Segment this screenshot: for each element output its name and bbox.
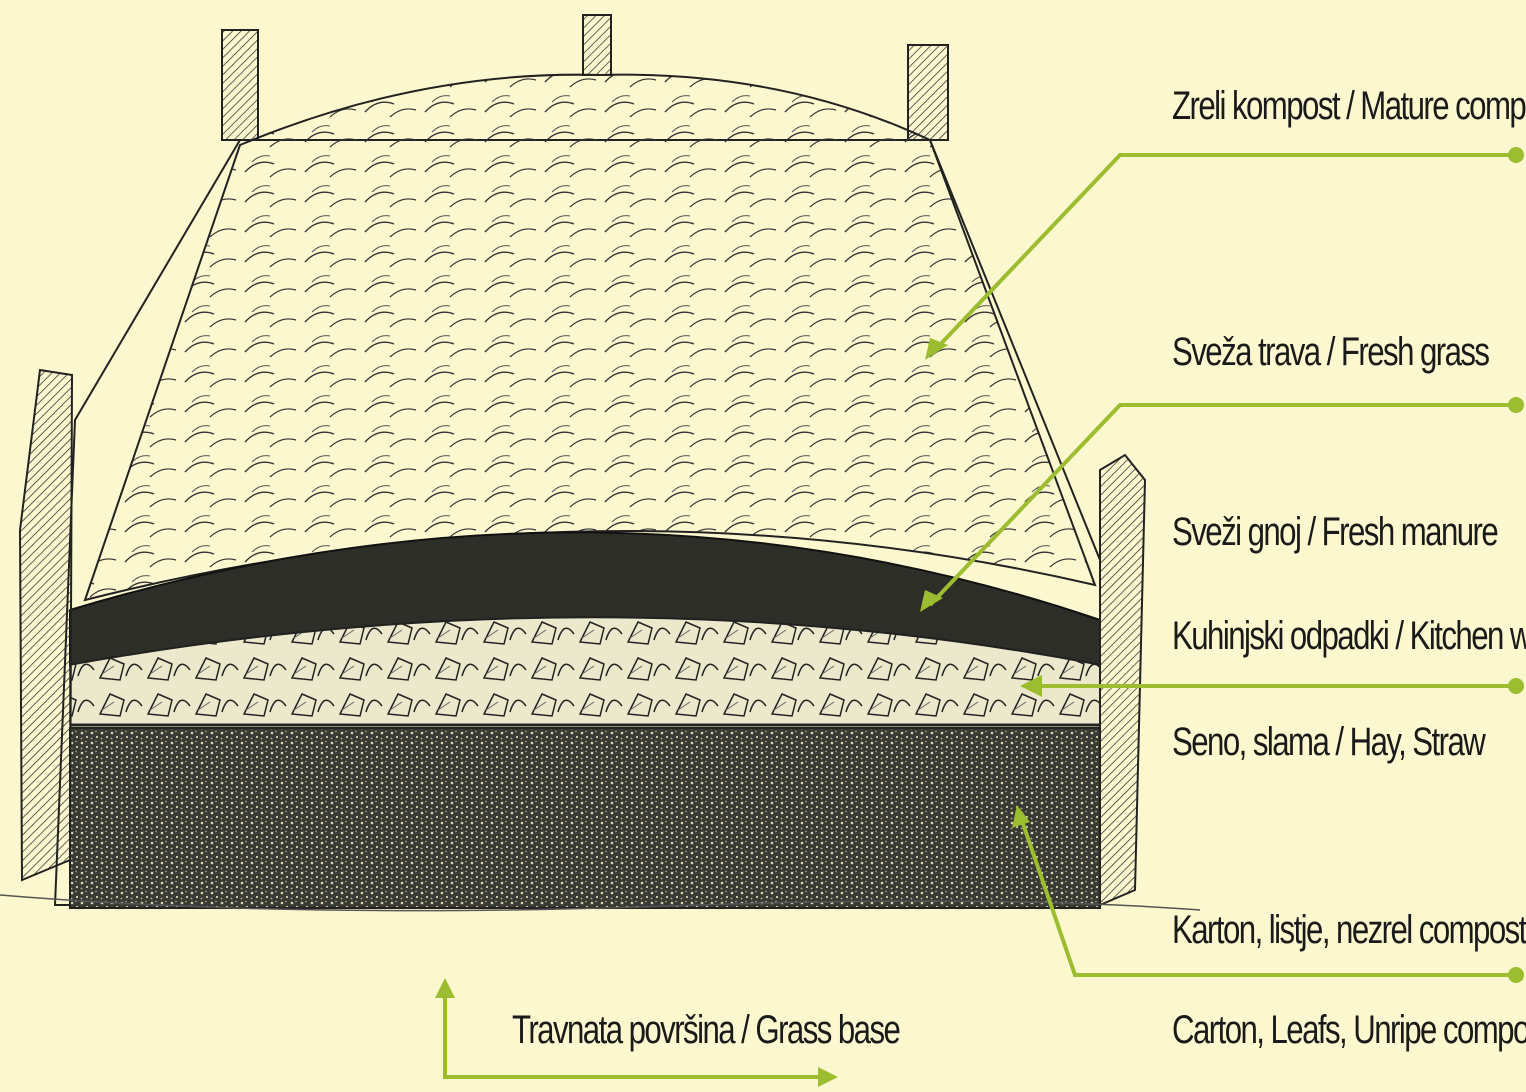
label-mature-compost: Zreli kompost / Mature compost [1172,86,1526,126]
label-hay-straw: Seno, slama / Hay, Straw [1172,722,1484,762]
label-fresh-grass: Sveža trava / Fresh grass [1172,332,1488,372]
label-carton-line2: Carton, Leafs, Unripe compost [1172,1010,1526,1050]
label-kitchen-waste: Kuhinjski odpadki / Kitchen waste [1172,616,1526,656]
label-carton-line1: Karton, listje, nezrel compost / [1172,910,1526,950]
label-fresh-manure: Sveži gnoj / Fresh manure [1172,512,1497,552]
fresh-grass-layer [85,75,1095,600]
leader-dots [1508,147,1524,983]
carton-leaves-layer [70,728,1100,908]
label-grass-base: Travnata površina / Grass base [512,1010,899,1050]
